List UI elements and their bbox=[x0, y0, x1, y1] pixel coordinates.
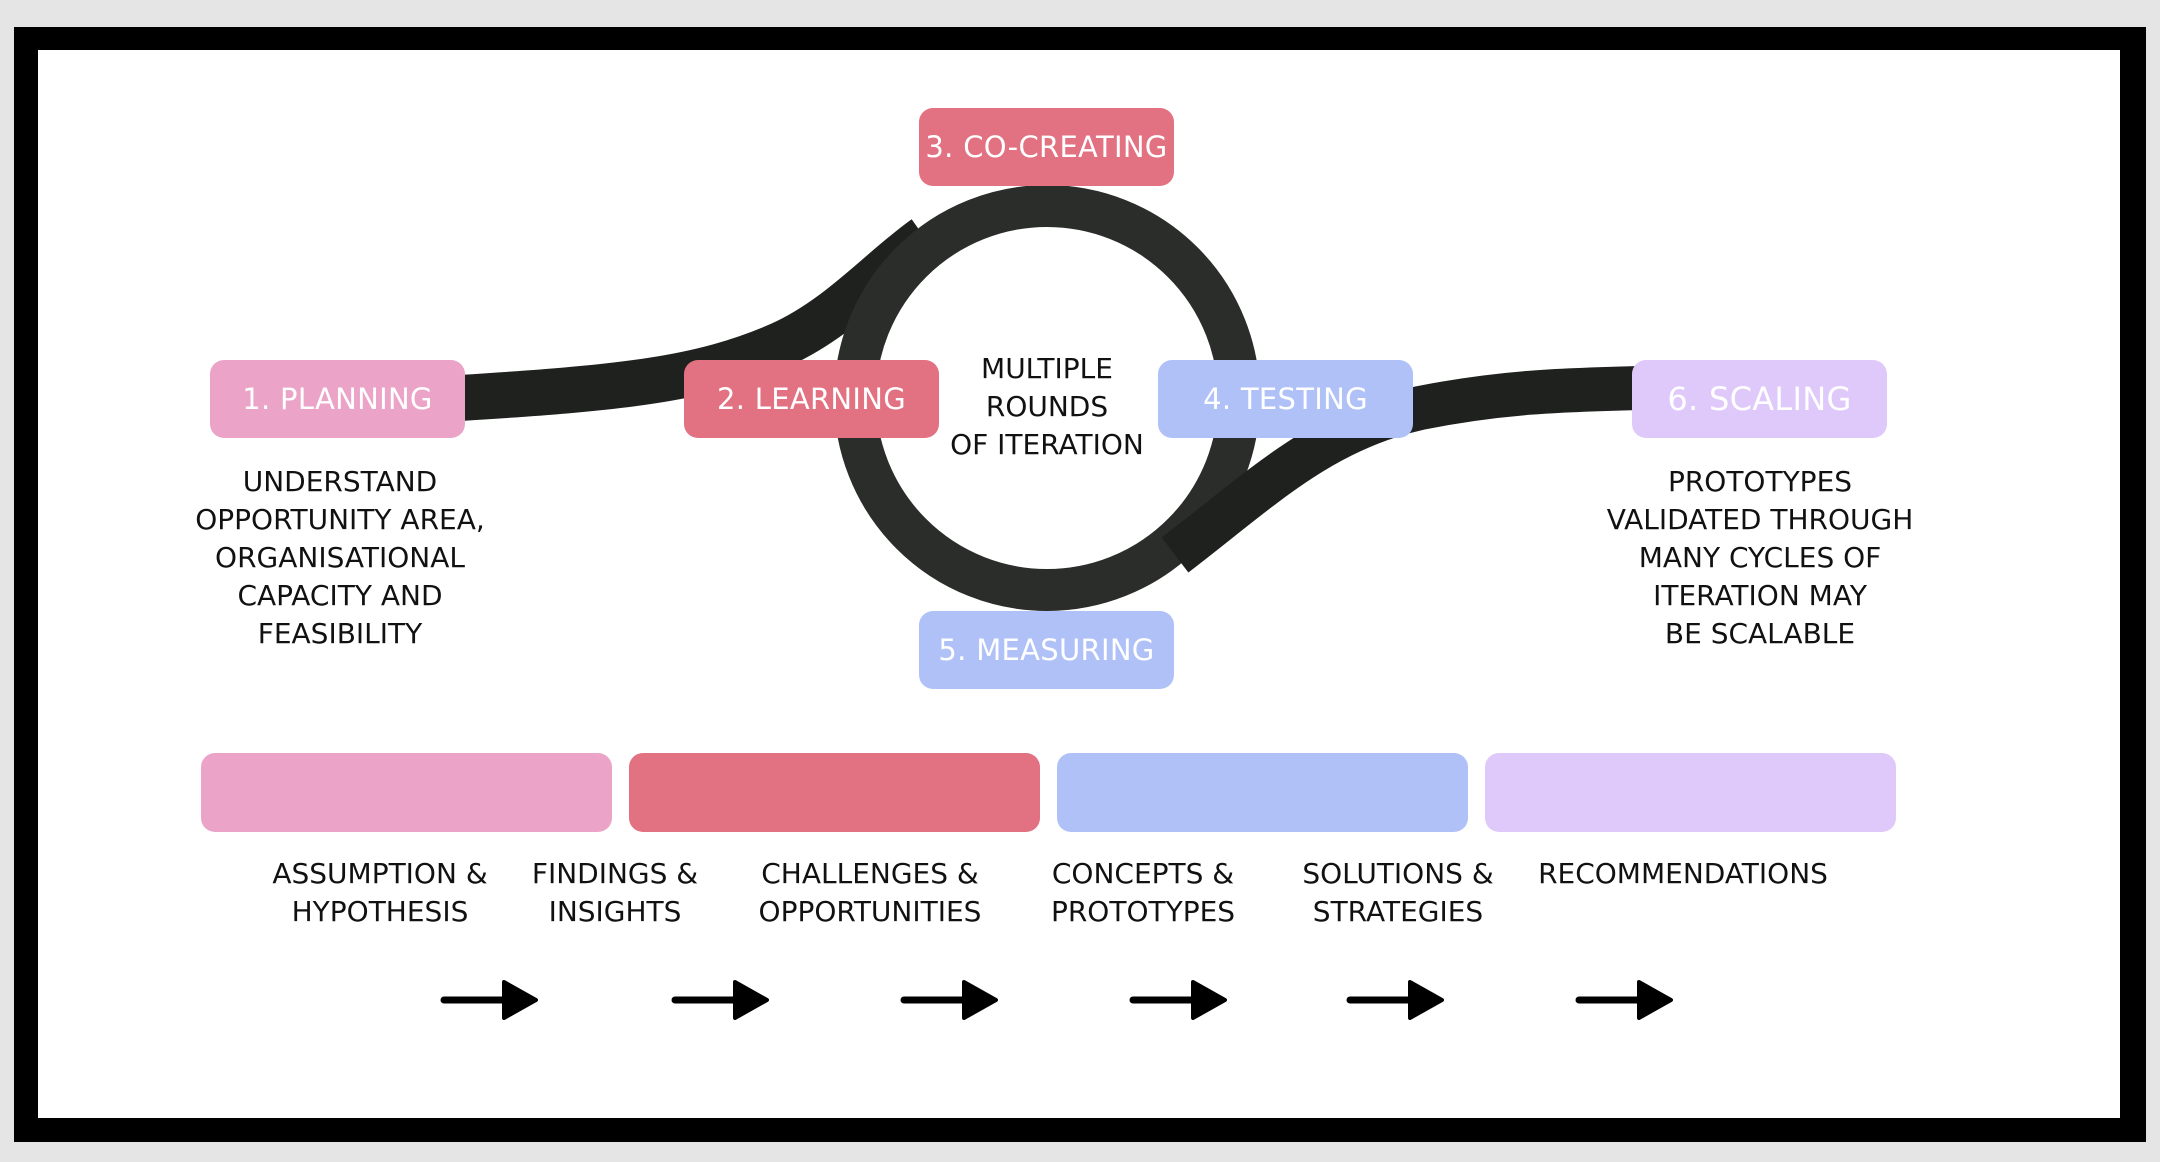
output-label: CONCEPTS & PROTOTYPES bbox=[1050, 857, 1236, 928]
stage-testing-label: 4. TESTING bbox=[1203, 382, 1368, 416]
phase-band-1 bbox=[201, 753, 612, 832]
stage-measuring-label: 5. MEASURING bbox=[938, 633, 1155, 667]
output-label: ASSUMPTION & HYPOTHESIS bbox=[272, 857, 488, 928]
stage-planning-label: 1. PLANNING bbox=[242, 382, 433, 416]
output-label: FINDINGS & INSIGHTS bbox=[531, 857, 699, 928]
arrow-right-icon bbox=[1129, 980, 1227, 1020]
stage-learning-label: 2. LEARNING bbox=[716, 382, 907, 416]
phase-band-2 bbox=[629, 753, 1040, 832]
planning-description: UNDERSTAND OPPORTUNITY AREA, ORGANISATIO… bbox=[195, 465, 485, 650]
arrow-right-icon bbox=[440, 980, 538, 1020]
arrow-right-icon bbox=[671, 980, 769, 1020]
stage-cocreating: 3. CO-CREATING bbox=[919, 108, 1174, 186]
output-label: CHALLENGES & OPPORTUNITIES bbox=[758, 857, 982, 928]
scaling-description: PROTOTYPES VALIDATED THROUGH MANY CYCLES… bbox=[1606, 465, 1914, 650]
phase-band-4 bbox=[1485, 753, 1896, 832]
output-label: RECOMMENDATIONS bbox=[1538, 857, 1828, 890]
stage-scaling: 6. SCALING bbox=[1632, 360, 1887, 438]
stage-measuring: 5. MEASURING bbox=[919, 611, 1174, 689]
arrow-right-icon bbox=[1346, 980, 1444, 1020]
arrow-right-icon bbox=[1575, 980, 1673, 1020]
loop-center-label: MULTIPLE ROUNDS OF ITERATION bbox=[950, 352, 1144, 461]
phase-band-3 bbox=[1057, 753, 1468, 832]
stage-scaling-label: 6. SCALING bbox=[1667, 380, 1852, 418]
stage-testing: 4. TESTING bbox=[1158, 360, 1413, 438]
stage-learning: 2. LEARNING bbox=[684, 360, 939, 438]
output-label: SOLUTIONS & STRATEGIES bbox=[1302, 857, 1494, 928]
arrow-right-icon bbox=[900, 980, 998, 1020]
stage-cocreating-label: 3. CO-CREATING bbox=[925, 130, 1168, 164]
stage-planning: 1. PLANNING bbox=[210, 360, 465, 438]
